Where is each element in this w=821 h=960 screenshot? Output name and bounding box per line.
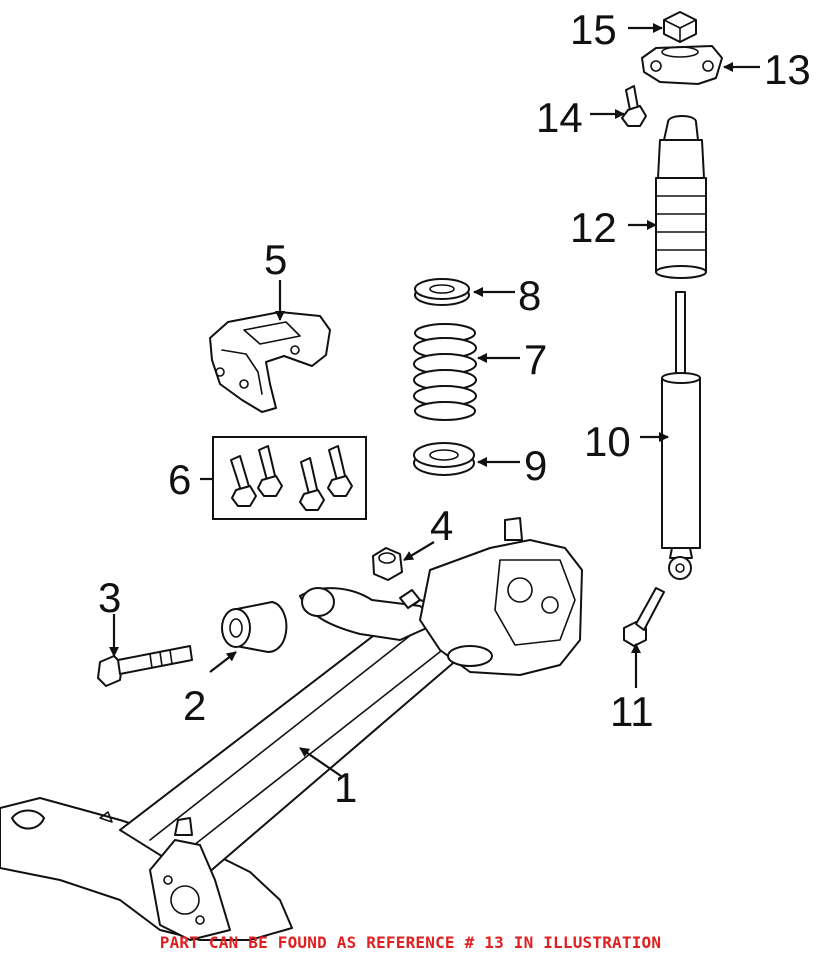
dust-boot [655, 115, 707, 279]
callout-14: 14 [536, 94, 583, 141]
reference-caption: PART CAN BE FOUND AS REFERENCE # 13 IN I… [159, 933, 662, 952]
callout-3: 3 [98, 574, 121, 621]
callout-11: 11 [610, 688, 654, 735]
shock-absorber [661, 291, 701, 580]
callout-4: 4 [430, 502, 453, 549]
callout-12: 12 [570, 204, 617, 251]
callout-10: 10 [584, 418, 631, 465]
bracket [209, 311, 331, 413]
mount-nut [663, 11, 697, 43]
mount-stud [621, 85, 647, 127]
axle-beam [0, 517, 583, 941]
upper-mount [641, 45, 723, 85]
callout-5: 5 [264, 236, 287, 283]
lower-spring-seat [413, 442, 475, 476]
coil-spring [413, 323, 477, 421]
callout-1: 1 [334, 764, 357, 811]
leader-lines [109, 23, 760, 777]
callout-13: 13 [764, 46, 811, 93]
upper-spring-seat [414, 278, 470, 306]
callout-2: 2 [183, 682, 206, 729]
pivot-bolt [97, 645, 193, 687]
bushing [221, 601, 288, 653]
callout-9: 9 [524, 442, 547, 489]
callout-7: 7 [524, 336, 547, 383]
shock-bolt [623, 587, 665, 647]
callout-15: 15 [570, 6, 617, 53]
callout-6: 6 [168, 456, 191, 503]
bolt-set [212, 436, 367, 520]
callout-8: 8 [518, 272, 541, 319]
nut [372, 547, 403, 581]
